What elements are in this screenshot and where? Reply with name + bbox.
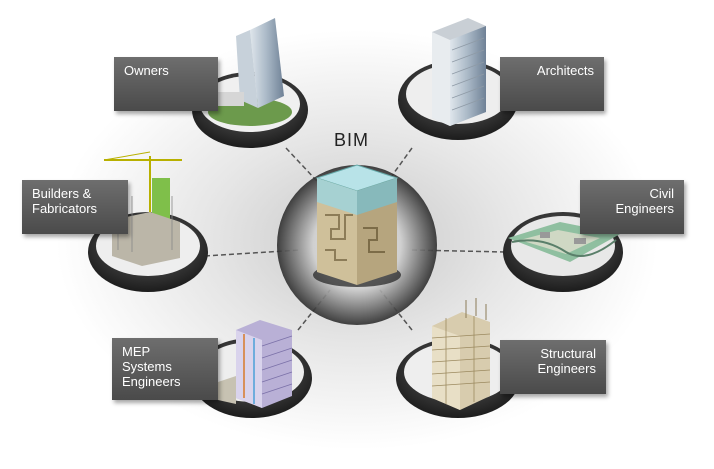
bim-title: BIM bbox=[334, 130, 370, 150]
civil-label: Civil Engineers bbox=[580, 180, 684, 234]
structural-disc bbox=[396, 298, 520, 418]
architects-label-text: Architects bbox=[536, 63, 594, 78]
bim-building-icon bbox=[315, 164, 399, 285]
mep-building-icon bbox=[218, 320, 293, 408]
architects-label: Architects bbox=[500, 57, 604, 111]
mep-disc bbox=[192, 320, 312, 418]
owners-label-text: Owners bbox=[124, 63, 169, 78]
mep-label: MEP Systems Engineers bbox=[112, 338, 218, 400]
civil-label-text: Civil Engineers bbox=[615, 186, 674, 216]
owners-label: Owners bbox=[114, 57, 218, 111]
mep-label-text: MEP Systems Engineers bbox=[122, 344, 181, 389]
owners-disc bbox=[192, 18, 308, 148]
owners-building-icon bbox=[218, 18, 284, 108]
structural-building-icon bbox=[431, 298, 491, 410]
architects-building-icon bbox=[432, 18, 486, 126]
architects-disc bbox=[398, 18, 518, 140]
structural-label-text: Structural Engineers bbox=[537, 346, 596, 376]
structural-label: Structural Engineers bbox=[500, 340, 606, 394]
builders-building-icon bbox=[103, 151, 182, 266]
builders-label: Builders & Fabricators bbox=[22, 180, 128, 234]
builders-label-text: Builders & Fabricators bbox=[32, 186, 98, 216]
bim-hub bbox=[277, 164, 437, 325]
link-owners bbox=[285, 147, 331, 196]
